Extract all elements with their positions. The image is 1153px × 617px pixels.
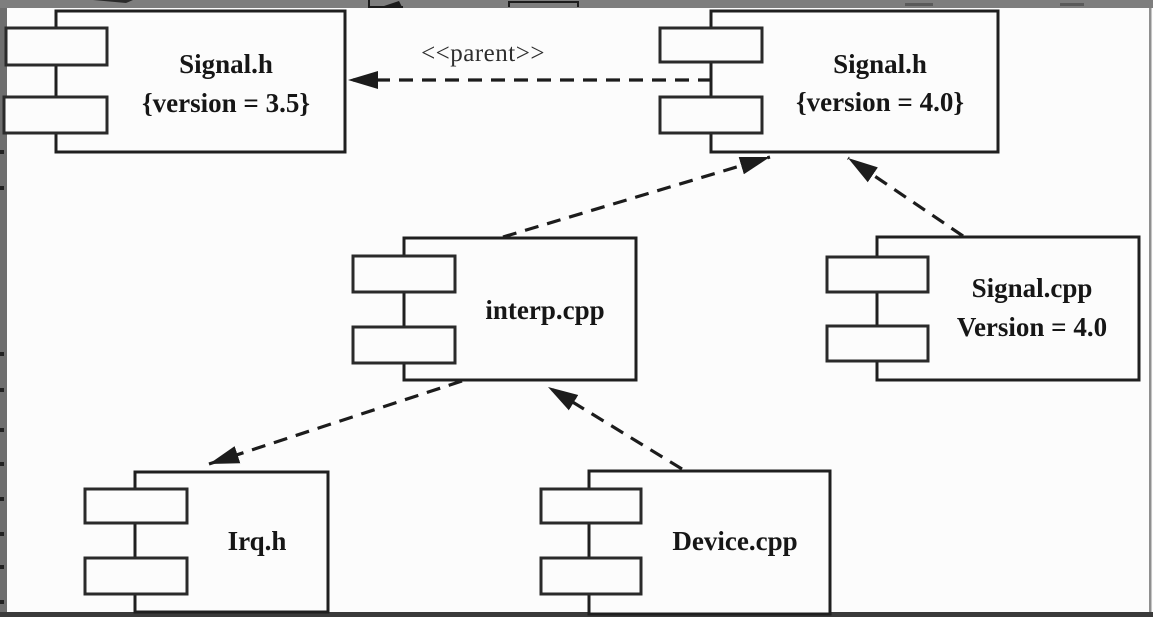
scan-edge-bottom <box>0 612 1153 617</box>
component-tab-icon <box>825 324 930 363</box>
component-name: Irq.h <box>228 526 287 556</box>
component-name: interp.cpp <box>485 295 604 325</box>
component-device-cpp: Device.cpp <box>539 469 832 616</box>
scan-smudge <box>1060 3 1084 6</box>
scan-edge-ticks <box>0 150 4 604</box>
component-tab-icon <box>539 556 643 596</box>
component-interp-cpp: interp.cpp <box>351 236 638 382</box>
cropped-fragment-left <box>93 0 403 8</box>
dependency-arrow-device-to-interp <box>547 385 683 471</box>
cropped-fragment-middle <box>508 1 579 7</box>
component-version-tag: {version = 4.0} <box>796 87 964 117</box>
component-tab-icon <box>351 254 457 294</box>
scan-edge-left <box>0 8 7 612</box>
scan-edge-top <box>0 0 1153 8</box>
component-name: Signal.h <box>179 49 273 79</box>
component-version-tag: Version = 4.0 <box>957 312 1107 342</box>
component-version-tag: {version = 3.5} <box>142 88 310 118</box>
stereotype-label: <<parent>> <box>421 40 545 67</box>
component-signal-h-v40: Signal.h {version = 4.0} <box>658 9 1000 154</box>
component-tab-icon <box>658 95 764 135</box>
component-name: Signal.cpp <box>972 273 1093 303</box>
component-tab-icon <box>83 487 189 525</box>
dependency-arrow-signalcpp-to-signalh40 <box>847 156 964 238</box>
component-tab-icon <box>825 255 930 294</box>
component-tab-icon <box>658 26 764 64</box>
component-tab-icon <box>4 26 109 67</box>
component-tab-icon <box>539 487 643 525</box>
dependency-arrow-interp-to-signalh40 <box>502 155 771 239</box>
component-signal-cpp: Signal.cpp Version = 4.0 <box>825 235 1141 382</box>
component-irq-h: Irq.h <box>83 470 330 614</box>
component-tab-icon <box>351 325 457 365</box>
scan-smudge <box>905 3 933 6</box>
component-tab-icon <box>2 95 109 135</box>
component-signal-h-v35: Signal.h {version = 3.5} <box>2 9 347 154</box>
component-tab-icon <box>83 556 189 596</box>
component-name: Signal.h <box>833 49 927 79</box>
component-name: Device.cpp <box>672 526 797 556</box>
scan-edge-right <box>1149 8 1152 612</box>
